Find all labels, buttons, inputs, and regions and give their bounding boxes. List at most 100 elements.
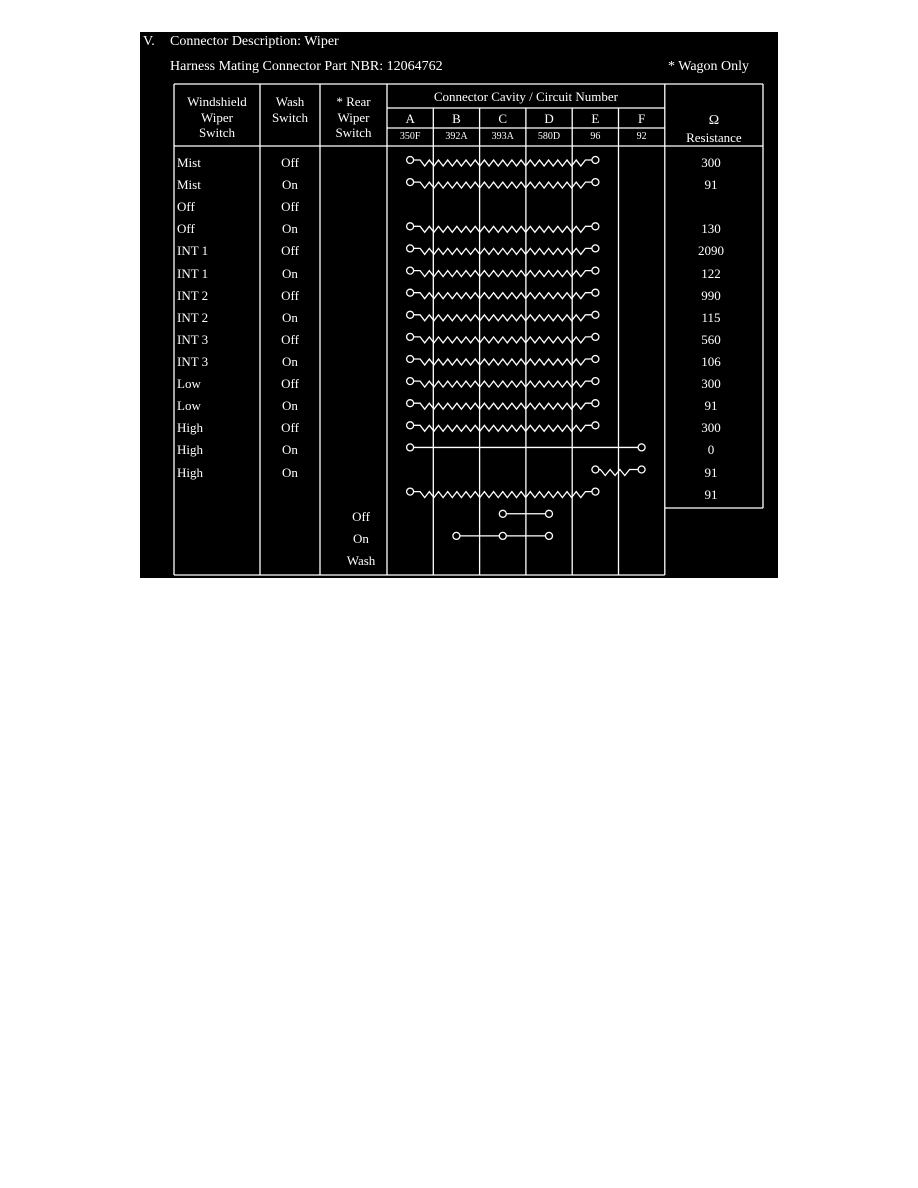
wagon-only-note: * Wagon Only xyxy=(668,59,750,74)
resistance-value: 91 xyxy=(704,464,718,480)
circuit-node-d xyxy=(544,509,554,518)
cavity-letter-a: A xyxy=(405,111,415,126)
connector-description-panel: V. Connector Description: Wiper Harness … xyxy=(140,32,778,578)
circuit-number-f: 92 xyxy=(636,131,647,142)
circuit-node-a xyxy=(405,376,415,386)
windshield-wiper-position: High xyxy=(177,464,203,480)
wash-switch-position: On xyxy=(282,177,298,193)
windshield-wiper-position: High xyxy=(177,420,203,436)
cavity-letter-f: F xyxy=(638,111,646,126)
cavity-letter-e: E xyxy=(591,111,600,126)
circuit-node-a xyxy=(405,332,415,342)
resistance-value: 300 xyxy=(701,376,721,392)
circuit-node-c xyxy=(498,531,507,541)
resistance-value: 2090 xyxy=(698,243,724,259)
circuit-node-d xyxy=(544,531,554,541)
section-title: Connector Description: Wiper xyxy=(170,34,339,49)
windshield-wiper-position: INT 1 xyxy=(177,243,209,259)
windshield-wiper-position: High xyxy=(177,442,203,458)
wash-switch-position: On xyxy=(282,442,298,458)
header-windshield-switch: Switch xyxy=(198,125,236,140)
resistance-value: 560 xyxy=(701,331,721,347)
resistor-trace xyxy=(413,357,592,367)
resistance-value: 91 xyxy=(704,486,718,502)
circuit-node-a xyxy=(405,288,415,297)
header-windshield: Windshield xyxy=(187,94,247,109)
circuit-number-b: 392A xyxy=(445,131,468,142)
table-row: 91 xyxy=(140,487,778,503)
circuit-number-e: 96 xyxy=(590,131,601,142)
circuit-node-e xyxy=(591,354,600,364)
circuit-node-e xyxy=(591,421,600,430)
resistor-trace xyxy=(413,247,592,256)
circuit-node-a xyxy=(405,222,415,231)
circuit-node-e xyxy=(591,155,600,165)
header-wash-switch: Switch xyxy=(271,110,309,125)
section-number: V. xyxy=(143,34,155,49)
windshield-wiper-position: INT 2 xyxy=(177,287,209,303)
resistance-value: 91 xyxy=(704,398,718,414)
windshield-wiper-position: Mist xyxy=(177,155,201,170)
table-row: On xyxy=(140,531,778,547)
circuit-node-a xyxy=(405,177,415,187)
header-cavity-title: Connector Cavity / Circuit Number xyxy=(433,89,618,104)
wash-switch-position: Off xyxy=(281,376,299,392)
resistance-value: 130 xyxy=(701,221,721,237)
resistance-value: 990 xyxy=(701,287,721,303)
resistor-trace xyxy=(413,335,592,344)
ohm-symbol: Ω xyxy=(708,113,720,128)
circuit-node-a xyxy=(405,421,415,430)
wash-switch-position: Off xyxy=(281,331,299,347)
wash-switch-position: Off xyxy=(281,420,299,436)
windshield-wiper-position: Mist xyxy=(177,177,201,193)
resistor-trace xyxy=(413,291,592,300)
circuit-node-a xyxy=(405,399,415,408)
circuit-node-e xyxy=(591,332,600,342)
resistor-trace xyxy=(413,424,592,433)
harness-part-number: Harness Mating Connector Part NBR: 12064… xyxy=(170,59,443,74)
circuit-number-a: 350F xyxy=(399,131,421,142)
circuit-node-e xyxy=(591,376,600,386)
wash-switch-position: On xyxy=(282,398,298,414)
circuit-node-e xyxy=(591,177,600,187)
resistance-value: 122 xyxy=(701,265,721,281)
circuit-node-e xyxy=(591,266,600,275)
table-row: Wash xyxy=(140,553,778,569)
circuit-node-e xyxy=(591,399,600,408)
circuit-node-a xyxy=(405,155,415,165)
resistance-value: 0 xyxy=(707,442,715,458)
wash-switch-position: On xyxy=(282,309,298,325)
header-rear-wiper: Wiper xyxy=(337,110,370,125)
windshield-wiper-position: INT 2 xyxy=(177,309,209,325)
resistor-trace xyxy=(413,269,592,278)
wash-switch-position: Off xyxy=(281,199,299,215)
resistor-trace xyxy=(413,181,592,190)
circuit-node-e xyxy=(591,288,600,297)
circuit-node-f xyxy=(637,465,646,474)
table-row: High On 0 xyxy=(140,442,778,458)
table-row: Off xyxy=(140,509,778,525)
circuit-node-a xyxy=(405,487,415,496)
cavity-letter-b: B xyxy=(452,111,461,126)
wash-switch-position: On xyxy=(282,265,298,281)
windshield-wiper-position: INT 3 xyxy=(177,353,209,369)
windshield-wiper-position: Off xyxy=(177,221,195,237)
circuit-node-a xyxy=(405,354,415,364)
circuit-node-a xyxy=(405,266,415,275)
circuit-node-e xyxy=(591,487,600,496)
resistor-trace xyxy=(598,468,639,477)
header-rear-switch: Switch xyxy=(335,125,372,140)
wash-switch-position: Off xyxy=(281,155,299,170)
